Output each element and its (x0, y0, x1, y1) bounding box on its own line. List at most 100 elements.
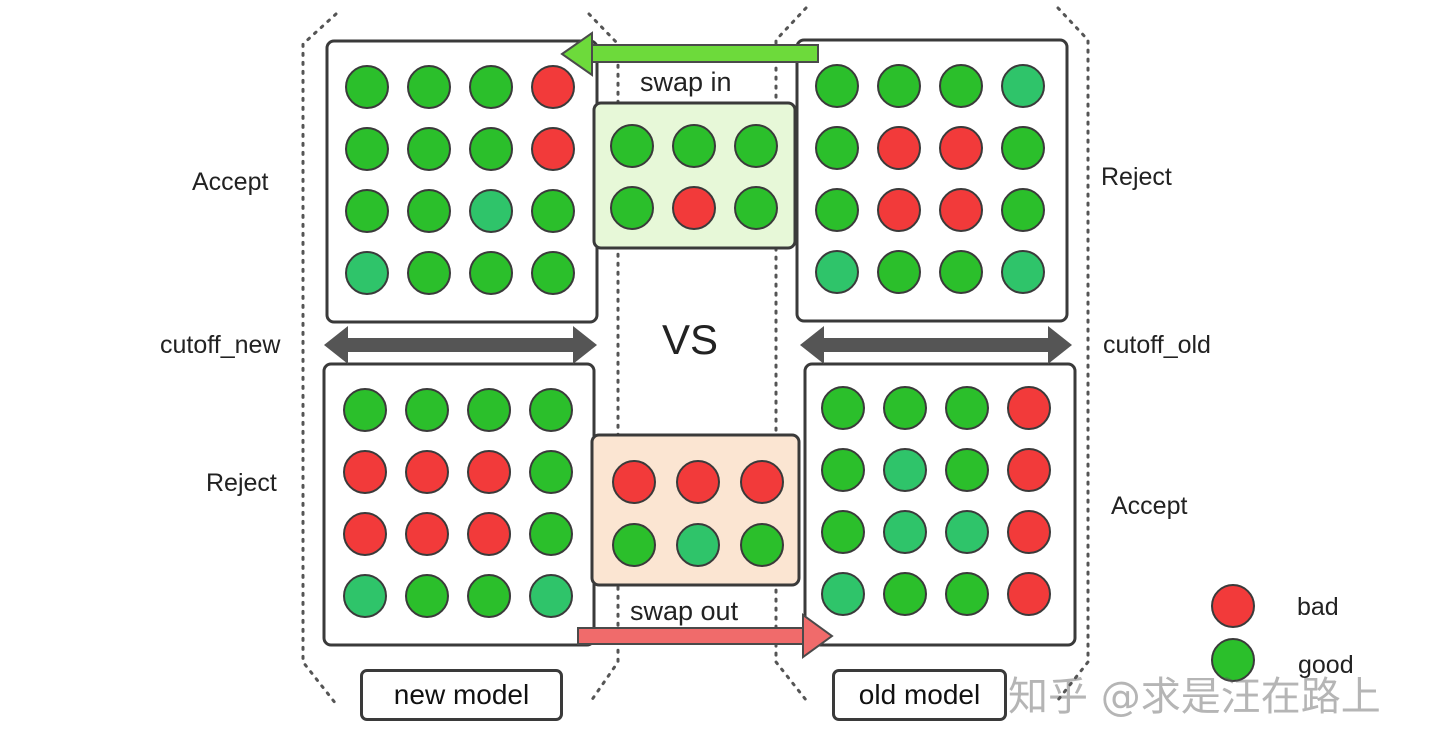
accept-label-new: Accept (192, 168, 269, 196)
new-reject-dot-good (405, 388, 449, 432)
old-accept-dot-bad (1007, 572, 1051, 616)
new-reject-dot-good (529, 450, 573, 494)
new-accept-dot-bad (531, 127, 575, 171)
old-model-box: old model (832, 669, 1007, 721)
old-reject-dot-good (1001, 188, 1045, 232)
old-model-label: old model (858, 679, 981, 710)
old-accept-dot-good (883, 572, 927, 616)
swap-out-dot-good (612, 523, 656, 567)
old-reject-dot-good (877, 250, 921, 294)
new-model-dotted-outline (301, 12, 338, 706)
new-reject-dot-good (529, 574, 573, 618)
new-reject-dot-bad (467, 450, 511, 494)
old-accept-dot-good (821, 572, 865, 616)
swap-out-label: swap out (630, 596, 739, 626)
old-accept-dot-good (945, 572, 989, 616)
old-accept-dot-good (945, 386, 989, 430)
old-reject-dot-good (877, 64, 921, 108)
cutoff-old-arrow (800, 326, 1072, 364)
cutoff-new-arrow (324, 326, 597, 364)
swap-in-dot-good (610, 124, 654, 168)
swap-in-dot-good (672, 124, 716, 168)
new-reject-dot-good (405, 574, 449, 618)
old-accept-dot-good (883, 386, 927, 430)
swap-in-dot-good (734, 186, 778, 230)
old-accept-dot-good (821, 386, 865, 430)
reject-label-new: Reject (206, 469, 277, 497)
old-accept-dot-bad (1007, 386, 1051, 430)
old-accept-dot-good (821, 510, 865, 554)
vs-label: VS (662, 316, 719, 363)
new-model-box: new model (360, 669, 563, 721)
old-accept-dot-good (945, 510, 989, 554)
new-reject-dot-good (529, 388, 573, 432)
new-accept-dot-good (469, 65, 513, 109)
new-accept-dot-good (407, 127, 451, 171)
old-reject-box (795, 38, 1069, 323)
swap-in-arrow (560, 31, 819, 77)
old-reject-dot-good (1001, 126, 1045, 170)
accept-label-old: Accept (1111, 492, 1188, 520)
reject-label-old: Reject (1101, 163, 1172, 191)
old-accept-dot-bad (1007, 510, 1051, 554)
new-reject-dot-good (467, 574, 511, 618)
old-accept-box (803, 362, 1077, 647)
old-reject-dot-bad (877, 126, 921, 170)
new-accept-dot-good (469, 127, 513, 171)
swap-in-dot-good (610, 186, 654, 230)
swap-in-dot-bad (672, 186, 716, 230)
old-reject-dot-bad (939, 188, 983, 232)
old-reject-dot-good (1001, 250, 1045, 294)
new-reject-dot-bad (405, 450, 449, 494)
old-accept-dot-good (821, 448, 865, 492)
new-reject-dot-bad (405, 512, 449, 556)
new-accept-dot-good (531, 251, 575, 295)
legend-bad-swatch (1211, 584, 1255, 628)
new-reject-dot-bad (343, 512, 387, 556)
new-accept-dot-good (345, 189, 389, 233)
new-accept-dot-bad (531, 65, 575, 109)
old-reject-dot-bad (877, 188, 921, 232)
new-reject-dot-good (529, 512, 573, 556)
swap-out-dot-bad (676, 460, 720, 504)
cutoff-new-label: cutoff_new (160, 331, 281, 359)
new-reject-dot-bad (343, 450, 387, 494)
new-accept-dot-good (469, 189, 513, 233)
legend-good-label: good (1298, 651, 1354, 679)
old-reject-dot-good (815, 64, 859, 108)
swap-out-dot-good (676, 523, 720, 567)
swap-out-arrow (577, 613, 834, 659)
new-model-label: new model (393, 679, 530, 710)
old-accept-dot-good (945, 448, 989, 492)
new-accept-dot-good (345, 127, 389, 171)
new-accept-dot-good (407, 189, 451, 233)
new-reject-dot-bad (467, 512, 511, 556)
old-accept-dot-good (883, 448, 927, 492)
new-accept-dot-good (469, 251, 513, 295)
new-reject-dot-good (343, 388, 387, 432)
legend-good-swatch (1211, 638, 1255, 682)
old-reject-dot-good (815, 250, 859, 294)
swap-out-dot-bad (740, 460, 784, 504)
swap-out-dot-bad (612, 460, 656, 504)
old-reject-dot-good (1001, 64, 1045, 108)
watermark-text: 知乎 @求是汪在路上 (1008, 674, 1381, 720)
old-reject-dot-bad (939, 126, 983, 170)
new-accept-dot-good (345, 251, 389, 295)
new-accept-dot-good (531, 189, 575, 233)
new-reject-dot-good (343, 574, 387, 618)
old-accept-dot-bad (1007, 448, 1051, 492)
swap-in-label: swap in (640, 67, 732, 97)
old-reject-dot-good (939, 250, 983, 294)
swap-out-dot-good (740, 523, 784, 567)
old-accept-dot-good (883, 510, 927, 554)
swap-in-dot-good (734, 124, 778, 168)
old-reject-dot-good (939, 64, 983, 108)
old-reject-dot-good (815, 188, 859, 232)
old-reject-dot-good (815, 126, 859, 170)
new-accept-dot-good (345, 65, 389, 109)
new-reject-dot-good (467, 388, 511, 432)
legend-bad-label: bad (1297, 593, 1339, 621)
